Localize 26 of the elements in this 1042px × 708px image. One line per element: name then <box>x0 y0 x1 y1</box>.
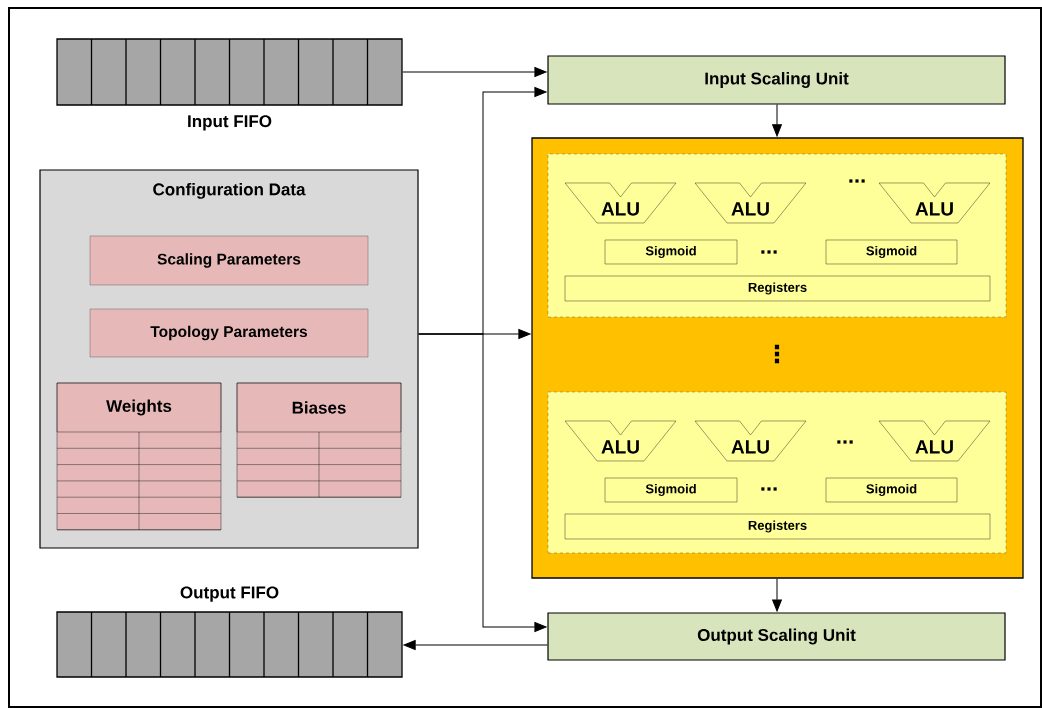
sigmoid-box: Sigmoid <box>604 239 738 265</box>
data-table: Biases <box>236 382 402 498</box>
arrow <box>403 640 548 650</box>
fifo-buffer: Input FIFO <box>56 38 403 131</box>
scaling-unit-box: Output Scaling Unit <box>547 612 1006 661</box>
arrow <box>402 67 547 77</box>
parameter-box: Scaling Parameters <box>89 235 369 286</box>
sigmoid-box: Sigmoid <box>825 239 958 265</box>
ellipsis: ... <box>761 250 777 254</box>
scaling-unit-box: Input Scaling Unit <box>547 55 1006 105</box>
node-label: Input FIFO <box>188 115 272 131</box>
sigmoid-box: Sigmoid <box>825 477 958 503</box>
arrow <box>772 578 782 612</box>
fifo-buffer: Output FIFO <box>56 586 403 678</box>
arrow <box>772 104 782 137</box>
arrow <box>418 333 547 632</box>
data-table: Weights <box>56 382 222 530</box>
sigmoid-box: Sigmoid <box>604 477 738 503</box>
ellipsis: ... <box>849 179 865 183</box>
parameter-box: Topology Parameters <box>89 308 369 358</box>
ellipsis: ⋮ <box>774 344 780 364</box>
ellipsis: ... <box>761 487 777 491</box>
register-box: Registers <box>564 275 991 302</box>
register-box: Registers <box>564 513 991 540</box>
node-label: Output FIFO <box>180 586 279 602</box>
ellipsis: ... <box>837 440 853 444</box>
